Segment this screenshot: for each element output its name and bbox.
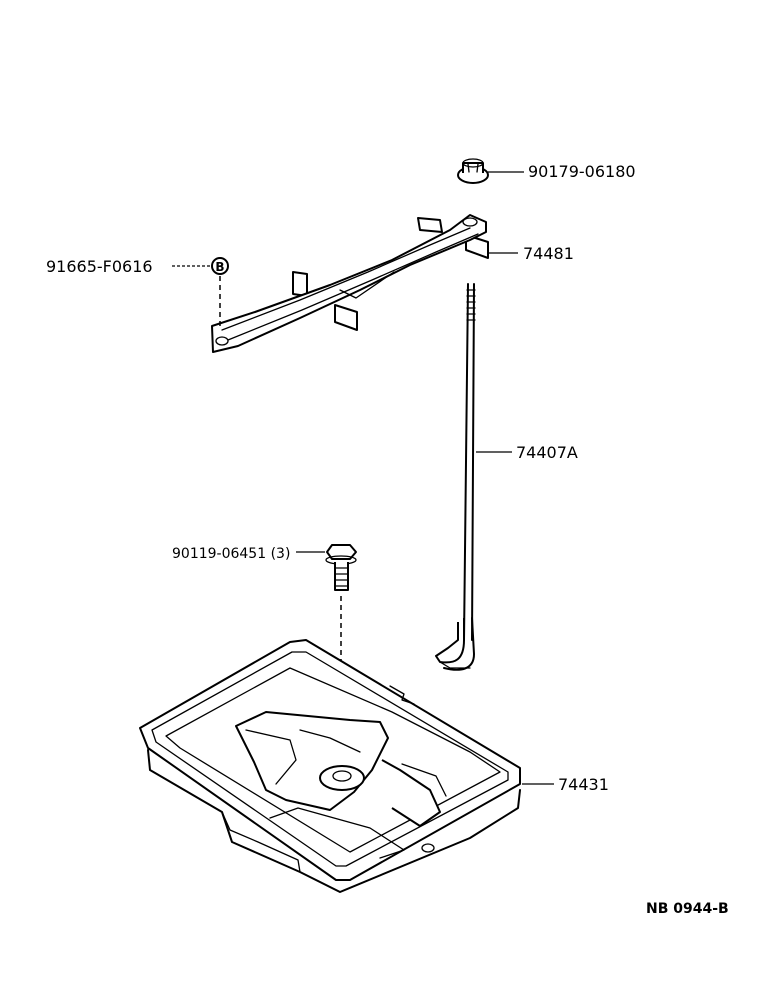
nut-part: [457, 158, 489, 184]
hold-down-rod: [435, 283, 476, 671]
rod-part-number: 74407A: [516, 443, 578, 462]
clip-part-number: 91665-F0616: [46, 257, 153, 276]
tray-part-number: 74431: [558, 775, 609, 794]
hold-down-bracket: [211, 214, 489, 353]
clip-symbol: B: [215, 260, 224, 274]
nut-part-number: 90179-06180: [528, 162, 636, 181]
bolt-part: [325, 544, 357, 591]
clip-part: B: [211, 257, 229, 275]
battery-tray: [139, 639, 521, 893]
drawing-code: NB 0944-B: [646, 901, 729, 917]
bolt-part-number: 90119-06451 (3): [172, 546, 290, 562]
hold-down-part-number: 74481: [523, 244, 574, 263]
